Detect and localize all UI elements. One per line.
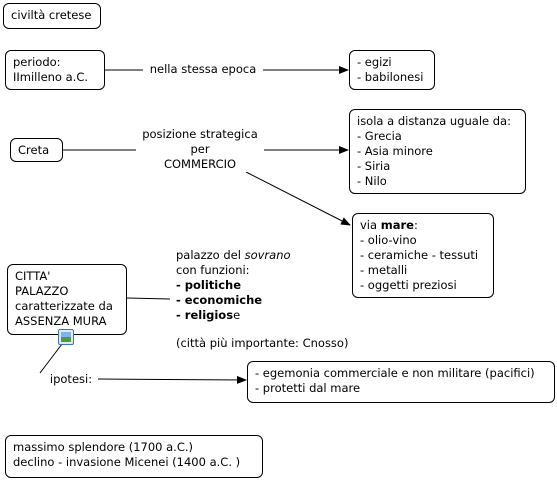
- via-mare-item: - oggetti preziosi: [360, 278, 457, 292]
- isola-item-nilo: - Nilo: [357, 174, 387, 188]
- arrow-ipotesi-items: [97, 375, 247, 384]
- massimo-splendore: massimo splendore (1700 a.C.): [13, 440, 193, 454]
- cnosso-note: (città più importante: Cnosso): [176, 336, 349, 351]
- arrow-label-viamare: [245, 171, 351, 226]
- creta-node: Creta: [10, 138, 63, 162]
- posizione-label: posizione strategica per COMMERCIO: [136, 127, 264, 172]
- link-citta-palazzo: [126, 297, 171, 300]
- link-citta-ipotesi: [39, 343, 63, 374]
- periodo-line2: IImilleno a.C.: [13, 70, 89, 84]
- popoli-node: - egizi - babilonesi: [349, 50, 435, 90]
- via-mare-heading: via mare:: [360, 218, 418, 232]
- title-node: civiltà cretese: [3, 3, 101, 29]
- ipotesi-item: - protetti dal mare: [255, 381, 361, 395]
- declino: declino - invasione Micenei (1400 a.C. ): [13, 455, 241, 469]
- title-text: civiltà cretese: [11, 8, 92, 22]
- isola-heading: isola a distanza uguale da:: [357, 114, 511, 128]
- periodi-node: massimo splendore (1700 a.C.) declino - …: [5, 435, 263, 478]
- via-mare-node: via mare: - olio-vino - ceramiche - tess…: [352, 213, 494, 298]
- funzione-economiche: - economiche: [176, 293, 263, 307]
- popolo-egizi: - egizi: [357, 55, 392, 69]
- funzione-religiose: - religiose: [176, 308, 241, 322]
- via-mare-item: - metalli: [360, 263, 408, 277]
- image-icon[interactable]: [58, 329, 74, 345]
- isola-item-asia-minore: - Asia minore: [357, 144, 433, 158]
- isola-item-siria: - Siria: [357, 159, 391, 173]
- periodo-node: periodo: IImilleno a.C.: [5, 50, 105, 90]
- popolo-babilonesi: - babilonesi: [357, 70, 424, 84]
- ipotesi-label: ipotesi:: [44, 372, 98, 387]
- funzione-politiche: - politiche: [176, 278, 242, 292]
- ipotesi-item: - egemonia commerciale e non militare (p…: [255, 366, 535, 380]
- creta-text: Creta: [18, 143, 50, 157]
- stessa-epoca-label: nella stessa epoca: [143, 62, 263, 77]
- periodo-line1: periodo:: [13, 55, 61, 69]
- isola-node: isola a distanza uguale da: - Grecia - A…: [349, 109, 526, 194]
- ipotesi-node: - egemonia commerciale e non militare (p…: [247, 361, 555, 403]
- palazzo-text: palazzo del sovrano con funzioni: - poli…: [176, 248, 291, 323]
- via-mare-item: - olio-vino: [360, 233, 417, 247]
- citta-node: CITTA' PALAZZO caratterizzate da ASSENZA…: [7, 264, 127, 335]
- isola-item-grecia: - Grecia: [357, 129, 402, 143]
- via-mare-item: - ceramiche - tessuti: [360, 248, 479, 262]
